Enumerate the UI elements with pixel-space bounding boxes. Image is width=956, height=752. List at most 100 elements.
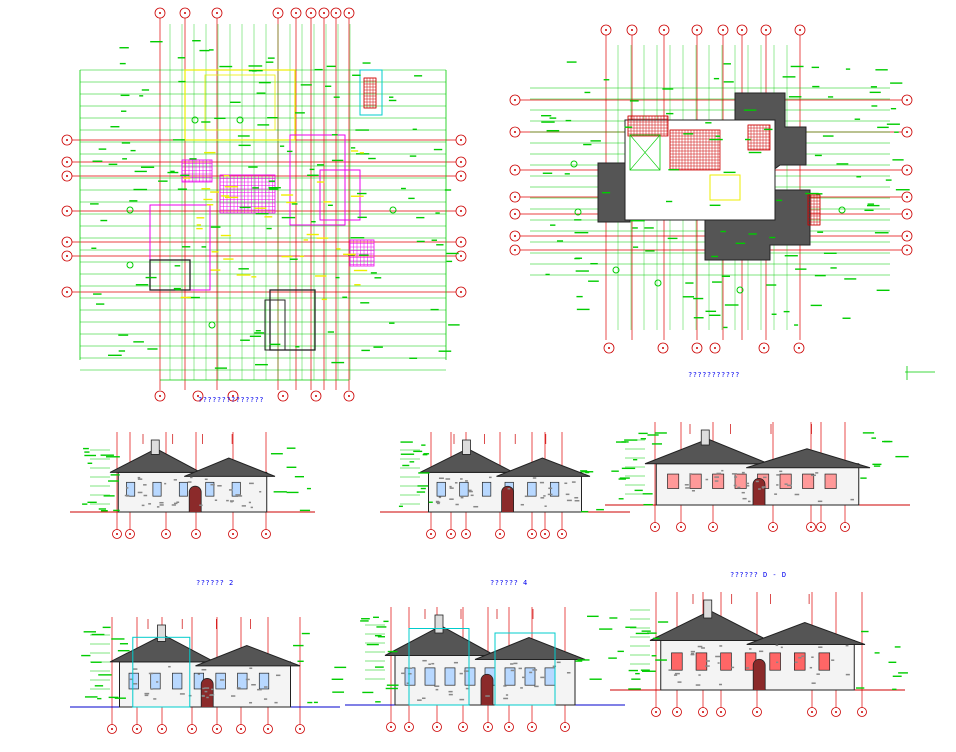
grid-bubble-dot [66, 291, 68, 293]
annotation-mark [872, 463, 882, 466]
grid-bubble-dot [460, 291, 462, 293]
annotation-mark [336, 248, 341, 250]
grid-bubble-dot [662, 347, 664, 349]
stone-texture [489, 476, 492, 479]
section-marker [236, 116, 244, 124]
annotation-mark [266, 227, 272, 230]
stone-texture [438, 477, 444, 480]
stone-texture [818, 646, 823, 648]
annotation-mark [343, 253, 356, 256]
stone-texture [144, 692, 150, 695]
annotation-mark [827, 96, 834, 98]
annotation-mark [655, 659, 667, 661]
grid-bubble-dot [66, 175, 68, 177]
annotation-mark [412, 128, 417, 130]
annotation-mark [239, 206, 251, 209]
annotation-mark [119, 47, 129, 49]
stone-texture [463, 670, 469, 672]
window [689, 473, 702, 489]
window [695, 652, 708, 671]
annotation-mark [635, 672, 640, 675]
annotation-mark [289, 258, 298, 260]
annotation-mark [574, 219, 582, 221]
annotation-mark [576, 295, 583, 298]
stone-texture [574, 499, 580, 502]
annotation-mark [895, 455, 909, 458]
stone-texture [230, 500, 233, 503]
annotation-mark [206, 204, 214, 206]
stone-texture [755, 480, 759, 483]
window [126, 481, 136, 497]
stone-texture [745, 482, 750, 485]
stone-texture [742, 497, 747, 500]
stone-texture [571, 481, 576, 483]
annotation-mark [82, 503, 88, 505]
stone-texture [219, 679, 225, 681]
annotation-mark [267, 117, 278, 119]
annotation-mark [240, 339, 250, 341]
stone-texture [156, 681, 159, 683]
stone-texture [566, 499, 572, 502]
annotation-mark [542, 172, 553, 174]
door [200, 678, 214, 707]
annotation-mark [174, 265, 181, 267]
annotation-mark [856, 687, 865, 689]
annotation-mark [175, 288, 181, 291]
window [215, 672, 226, 690]
grid-bubble-dot [450, 533, 452, 535]
stone-texture [715, 655, 721, 658]
stone-texture [204, 687, 210, 689]
annotation-mark [286, 201, 297, 204]
annotation-mark [647, 632, 657, 634]
annotation-mark [556, 240, 564, 242]
annotation-mark [890, 107, 897, 110]
roof-gable [649, 610, 769, 641]
annotation-mark [635, 632, 650, 635]
annotation-mark [596, 508, 604, 511]
annotation-mark [795, 268, 807, 270]
door [188, 485, 202, 512]
roof-gable [746, 448, 871, 469]
chimney [150, 439, 160, 455]
grid-bubble-dot [136, 728, 138, 730]
grid-bubble-dot [265, 533, 267, 535]
grid-bubble-dot [631, 29, 633, 31]
grid-bubble-dot [499, 533, 501, 535]
stone-texture [520, 503, 524, 506]
stone-texture [132, 668, 138, 670]
grid-bubble-dot [906, 99, 908, 101]
stone-texture [716, 472, 722, 475]
stone-texture [204, 478, 208, 481]
annotation-mark [647, 434, 659, 436]
annotation-mark [628, 669, 638, 672]
stone-texture [758, 650, 764, 653]
stone-texture [564, 482, 568, 485]
annotation-mark [362, 62, 371, 64]
grid-bubble-dot [195, 533, 197, 535]
grid-bubble-dot [66, 210, 68, 212]
stone-texture [522, 676, 526, 679]
stone-texture [199, 504, 203, 507]
annotation-mark [281, 216, 296, 219]
annotation-mark [230, 101, 241, 104]
annotation-mark [350, 147, 356, 149]
stone-texture [468, 490, 473, 493]
annotation-mark [583, 143, 592, 146]
grid-bubble-dot [514, 235, 516, 237]
annotation-mark [83, 447, 89, 450]
grid-bubble-dot [232, 533, 234, 535]
grid-bubble-dot [66, 139, 68, 141]
annotation-mark [619, 477, 630, 479]
annotation-mark [794, 324, 799, 326]
stone-texture [171, 504, 176, 506]
annotation-mark [651, 655, 657, 657]
stone-texture [705, 478, 709, 481]
grid-bubble-dot [116, 533, 118, 535]
annotation-mark [92, 160, 103, 162]
annotation-mark [386, 684, 399, 686]
stone-texture [784, 483, 788, 485]
window [464, 667, 476, 686]
annotation-mark [331, 361, 345, 364]
grid-bubble-dot [514, 196, 516, 198]
annotation-mark [643, 503, 653, 506]
